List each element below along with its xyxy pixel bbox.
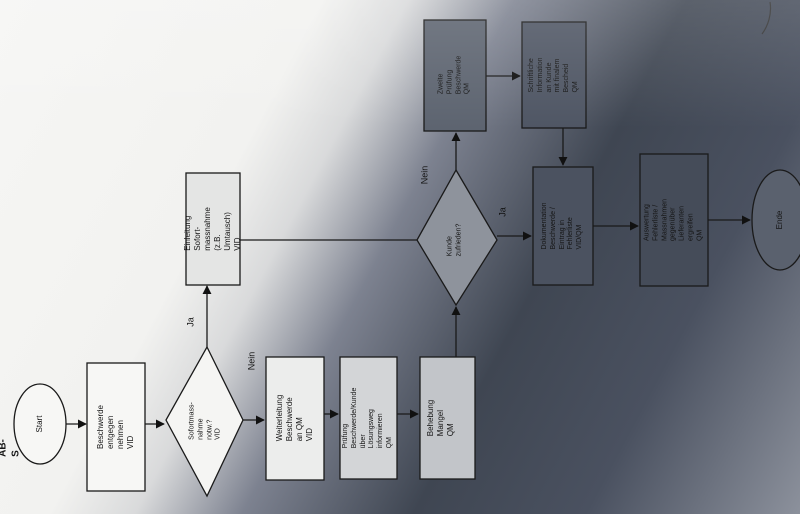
receive-box bbox=[86, 362, 146, 492]
written-info-box bbox=[521, 21, 587, 129]
pen-mark bbox=[761, 1, 772, 35]
second-check-box bbox=[423, 19, 487, 132]
check-box bbox=[339, 356, 398, 480]
decision-satisfied-diamond bbox=[416, 168, 498, 307]
decision-immediate-diamond bbox=[165, 345, 244, 498]
fix-box bbox=[419, 356, 476, 480]
evaluation-box bbox=[639, 153, 709, 287]
forward-box bbox=[265, 356, 325, 481]
initiate-box bbox=[185, 172, 241, 286]
end-ellipse bbox=[751, 169, 800, 271]
